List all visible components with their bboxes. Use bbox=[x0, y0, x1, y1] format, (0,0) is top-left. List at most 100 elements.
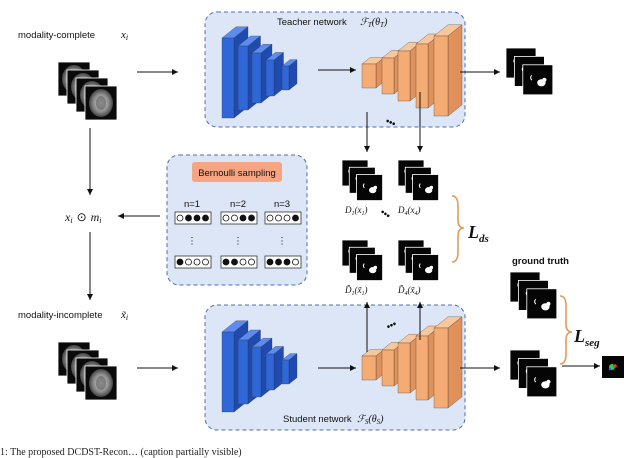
modality-incomplete-label: modality-incomplete bbox=[18, 310, 102, 321]
x-tilde-i-symbol: x̃i bbox=[120, 309, 128, 322]
seg-tile-curve bbox=[418, 263, 421, 269]
flow-arrows bbox=[87, 67, 600, 371]
ground-truth-seg bbox=[509, 271, 558, 320]
teacher-decoder bbox=[361, 24, 463, 117]
mask-vector-frame bbox=[264, 211, 302, 225]
mask-bit bbox=[283, 258, 291, 266]
student-output-seg bbox=[509, 349, 558, 398]
seg-tile-blob-small bbox=[546, 301, 551, 306]
ds-map-d1 bbox=[341, 159, 383, 201]
segmentation-outputs bbox=[341, 47, 558, 398]
modality-incomplete-mri-stack bbox=[57, 341, 118, 401]
mask-vector-r2-c2 bbox=[220, 255, 258, 269]
encoder-block-1-front bbox=[221, 37, 235, 119]
mask-vector-r1-c3 bbox=[264, 211, 302, 225]
mask-bit bbox=[185, 214, 192, 222]
mask-vector-frame bbox=[174, 211, 212, 225]
encoder-block-5-front bbox=[281, 359, 290, 385]
ds-map-d4-tile-3 bbox=[412, 174, 439, 201]
d-tilde-1-label: D̃1(x̃1) bbox=[344, 285, 368, 297]
bernoulli-mask-vectors bbox=[174, 211, 302, 269]
encoder-block-2-front bbox=[237, 45, 249, 111]
seg-tile-frame bbox=[526, 288, 558, 320]
bernoulli-vdots-2: ⋮ bbox=[233, 236, 243, 247]
mask-bit bbox=[231, 258, 238, 266]
mask-bit bbox=[275, 214, 282, 222]
mri-ventricle bbox=[96, 96, 106, 110]
student-decoder bbox=[361, 316, 463, 409]
encoder-block-3-front bbox=[251, 52, 262, 104]
encoder-block-4-front bbox=[265, 59, 275, 97]
mri-slice-4 bbox=[84, 85, 118, 121]
seg-tile-frame bbox=[522, 64, 554, 96]
decoder-block-2-front bbox=[381, 349, 395, 387]
decoder-block-1-front bbox=[361, 63, 377, 89]
x-i-symbol: xi bbox=[120, 29, 128, 42]
ds-map-d1-tile-3 bbox=[356, 174, 383, 201]
bernoulli-title: Bernoulli sampling bbox=[198, 168, 276, 179]
mask-bit bbox=[292, 214, 299, 222]
encoder-block-5-front bbox=[281, 65, 290, 91]
loss-seg: Lseg bbox=[573, 326, 600, 349]
student-encoder bbox=[221, 320, 298, 413]
seg-tile-frame bbox=[412, 174, 439, 201]
modality-complete-label: modality-complete bbox=[18, 30, 95, 41]
mri-slice-4 bbox=[84, 365, 118, 401]
ds-middle-dots: ••• bbox=[378, 207, 393, 222]
encoder-block-4 bbox=[265, 52, 284, 97]
decoder-block-5-front bbox=[433, 35, 449, 117]
mask-bit bbox=[185, 258, 192, 266]
student-network-title: Student network bbox=[283, 414, 352, 425]
decoder-block-4-front bbox=[415, 335, 429, 401]
decoder-block-1-front bbox=[361, 355, 377, 381]
mask-bit bbox=[283, 214, 291, 222]
bernoulli-vdots-3: ⋮ bbox=[277, 236, 287, 247]
seg-tile-frame bbox=[356, 254, 383, 281]
decoder-block-5 bbox=[433, 24, 463, 117]
mask-vector-r2-c3 bbox=[264, 255, 302, 269]
d1-label: D1(x1) bbox=[344, 205, 368, 217]
mask-bit bbox=[248, 214, 255, 222]
ds-map-dt1-tile-3 bbox=[356, 254, 383, 281]
mask-bit bbox=[239, 214, 247, 222]
mask-vector-r1-c1 bbox=[174, 211, 212, 225]
d-tilde-4-label: D̃4(x̃4) bbox=[397, 285, 421, 297]
encoder-block-2-front bbox=[237, 339, 249, 405]
ground-truth-seg-tile-3 bbox=[526, 288, 558, 320]
ds-map-dt4 bbox=[397, 239, 439, 281]
seg-tile-curve bbox=[534, 298, 537, 305]
bernoulli-col-2: n=2 bbox=[230, 199, 246, 210]
mask-bit bbox=[292, 258, 299, 266]
seg-tile-curve bbox=[534, 376, 537, 383]
mask-bit bbox=[176, 214, 184, 222]
mask-bit bbox=[202, 258, 209, 266]
mask-bit bbox=[222, 214, 230, 222]
decoder-block-4-front bbox=[415, 43, 429, 109]
mask-bit bbox=[222, 258, 230, 266]
mask-bit bbox=[231, 214, 238, 222]
seg-tile-blob-small bbox=[373, 185, 378, 190]
seg-tile-curve bbox=[362, 263, 365, 269]
mask-vector-frame bbox=[264, 255, 302, 269]
mri-ventricle bbox=[96, 376, 106, 390]
seg-tile-frame bbox=[356, 174, 383, 201]
mask-bit bbox=[202, 214, 209, 222]
seg-tile-frame bbox=[526, 366, 558, 398]
modality-complete-mri-stack bbox=[57, 61, 118, 121]
bernoulli-title-box bbox=[192, 162, 282, 182]
seg-tile-curve bbox=[362, 183, 365, 189]
seg-tile-blob-small bbox=[373, 265, 378, 270]
seg-tile-blob-small bbox=[542, 77, 547, 82]
figure-caption: 1: The proposed DCDST-Recon… (caption pa… bbox=[0, 447, 242, 458]
mask-vector-frame bbox=[220, 211, 258, 225]
mask-vector-frame bbox=[220, 255, 258, 269]
seg-tile-blob-small bbox=[429, 185, 434, 190]
mask-bit bbox=[266, 214, 274, 222]
bernoulli-col-3: n=3 bbox=[274, 199, 290, 210]
decoder-block-1 bbox=[361, 57, 385, 89]
mask-vector-r1-c2 bbox=[220, 211, 258, 225]
decoder-block-3-front bbox=[397, 342, 411, 394]
d4-label: D4(x4) bbox=[397, 205, 421, 217]
decoder-block-5-front bbox=[433, 327, 449, 409]
